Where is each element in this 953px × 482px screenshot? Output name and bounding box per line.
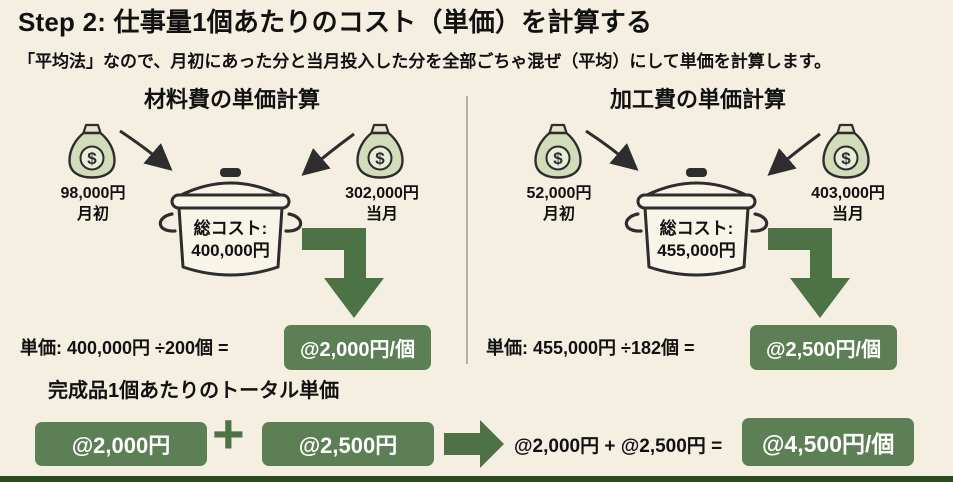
bottom-accent-bar <box>0 476 953 482</box>
unit-price-formula: 単価: 400,000円 ÷200個 = <box>20 338 229 358</box>
total-cost-text: 総コスト: 455,000円 <box>614 218 779 262</box>
panel-divider <box>466 96 468 364</box>
beginning-amount: 98,000円 <box>60 185 126 202</box>
money-bag-icon: $ <box>820 122 872 180</box>
page-title: Step 2: 仕事量1個あたりのコスト（単価）を計算する <box>18 7 653 37</box>
curved-arrow-icon <box>116 128 174 174</box>
current-month-amount-label: 403,000円 当月 <box>778 184 918 226</box>
elbow-down-arrow-icon <box>302 228 387 323</box>
conversion-cost-panel: 加工費の単価計算 $ 52,000円 月初 <box>472 82 924 370</box>
dollar-symbol: $ <box>375 149 385 168</box>
page-subtitle: 「平均法」なので、月初にあった分と当月投入した分を全部ごちゃ混ぜ（平均）にして単… <box>18 52 832 71</box>
current-period: 当月 <box>831 205 864 223</box>
dollar-symbol: $ <box>553 149 563 168</box>
material-unit-price-badge: @2,000円 <box>35 422 207 466</box>
beginning-amount-label: 98,000円 月初 <box>23 184 163 226</box>
elbow-down-arrow-icon <box>768 228 853 323</box>
panel-heading-conversion: 加工費の単価計算 <box>609 87 786 112</box>
total-unit-price-badge: @4,500円/個 <box>742 418 915 466</box>
total-cost-label: 総コスト: <box>659 219 734 238</box>
dollar-symbol: $ <box>87 149 97 168</box>
dollar-symbol: $ <box>841 149 851 168</box>
curved-arrow-icon <box>298 130 358 178</box>
money-bag-icon: $ <box>532 122 584 180</box>
current-amount: 403,000円 <box>811 185 885 202</box>
cooking-pot-icon: 総コスト: 400,000円 <box>148 166 313 291</box>
total-cost-label: 総コスト: <box>193 219 268 238</box>
total-section-heading: 完成品1個あたりのトータル単価 <box>48 380 340 402</box>
total-cost-amount: 455,000円 <box>657 241 736 261</box>
curved-arrow-icon <box>582 128 640 174</box>
conversion-unit-price-badge: @2,500円 <box>262 422 434 466</box>
beginning-amount: 52,000円 <box>526 185 592 202</box>
cooking-pot-icon: 総コスト: 455,000円 <box>614 166 779 291</box>
current-period: 当月 <box>365 205 398 223</box>
total-cost-amount: 400,000円 <box>191 241 270 261</box>
beginning-period: 月初 <box>76 205 109 223</box>
unit-price-result-badge: @2,000円/個 <box>284 325 432 370</box>
panel-heading-material: 材料費の単価計算 <box>143 87 320 112</box>
current-month-amount-label: 302,000円 当月 <box>312 184 452 226</box>
money-bag-icon: $ <box>66 122 118 180</box>
plus-icon: + <box>212 402 245 465</box>
material-cost-panel: 材料費の単価計算 $ 98,000円 月初 <box>6 82 458 370</box>
money-bag-icon: $ <box>354 122 406 180</box>
current-amount: 302,000円 <box>345 185 419 202</box>
unit-price-result-badge: @2,500円/個 <box>750 325 898 370</box>
beginning-amount-label: 52,000円 月初 <box>489 184 629 226</box>
total-cost-text: 総コスト: 400,000円 <box>148 218 313 262</box>
curved-arrow-icon <box>764 130 824 178</box>
right-arrow-icon <box>444 418 506 470</box>
total-formula: @2,000円 + @2,500円 = <box>514 436 723 457</box>
beginning-period: 月初 <box>542 205 575 223</box>
unit-price-formula: 単価: 455,000円 ÷182個 = <box>486 338 695 358</box>
